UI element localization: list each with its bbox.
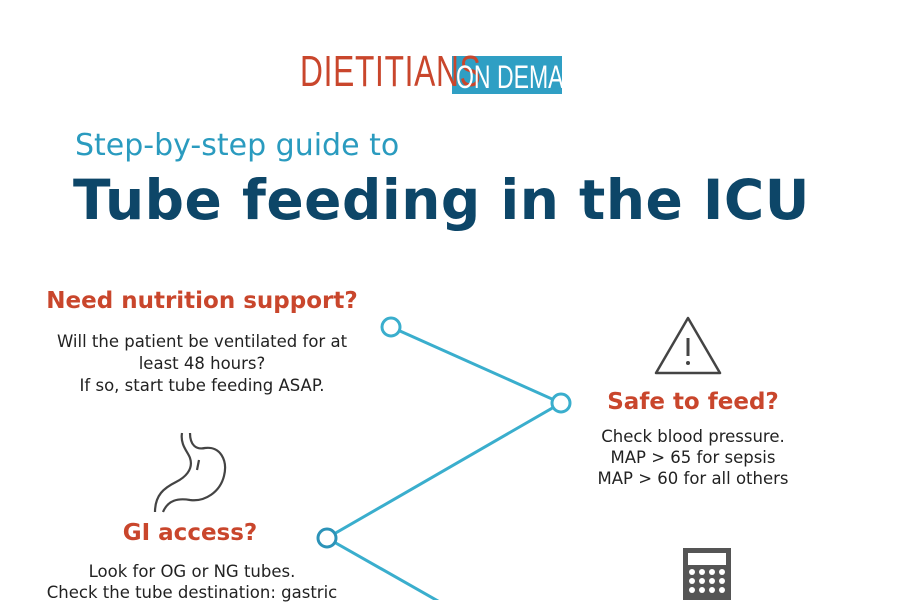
step-3-line: Look for OG or NG tubes. (88, 562, 296, 581)
warning-icon (654, 316, 722, 375)
step-3-text: Look for OG or NG tubes. Check the tube … (47, 561, 337, 603)
step-1-text: Will the patient be ventilated for at le… (57, 331, 347, 397)
step-node-1 (380, 316, 402, 338)
step-2-heading: Safe to feed? (607, 389, 779, 415)
step-1-line: If so, start tube feeding ASAP. (79, 376, 325, 395)
page-subtitle: Step-by-step guide to (75, 128, 400, 163)
step-3-line: Check the tube destination: gastric (46, 583, 338, 602)
step-2-line: MAP > 65 for sepsis (610, 448, 776, 467)
step-1-heading: Need nutrition support? (46, 288, 358, 314)
step-3-heading: GI access? (122, 520, 258, 546)
stomach-icon (153, 432, 227, 513)
step-2-text: Check blood pressure. MAP > 65 for sepsi… (597, 426, 788, 489)
step-node-2 (550, 392, 572, 414)
page-title: Tube feeding in the ICU (73, 168, 810, 232)
calculator-icon (683, 548, 731, 600)
step-2-line: MAP > 60 for all others (597, 469, 789, 488)
step-2-line: Check blood pressure. (601, 427, 785, 446)
step-node-3 (316, 527, 338, 549)
step-1-line: least 48 hours? (138, 354, 266, 373)
step-1-line: Will the patient be ventilated for at (56, 332, 348, 351)
connector-line (323, 325, 565, 600)
